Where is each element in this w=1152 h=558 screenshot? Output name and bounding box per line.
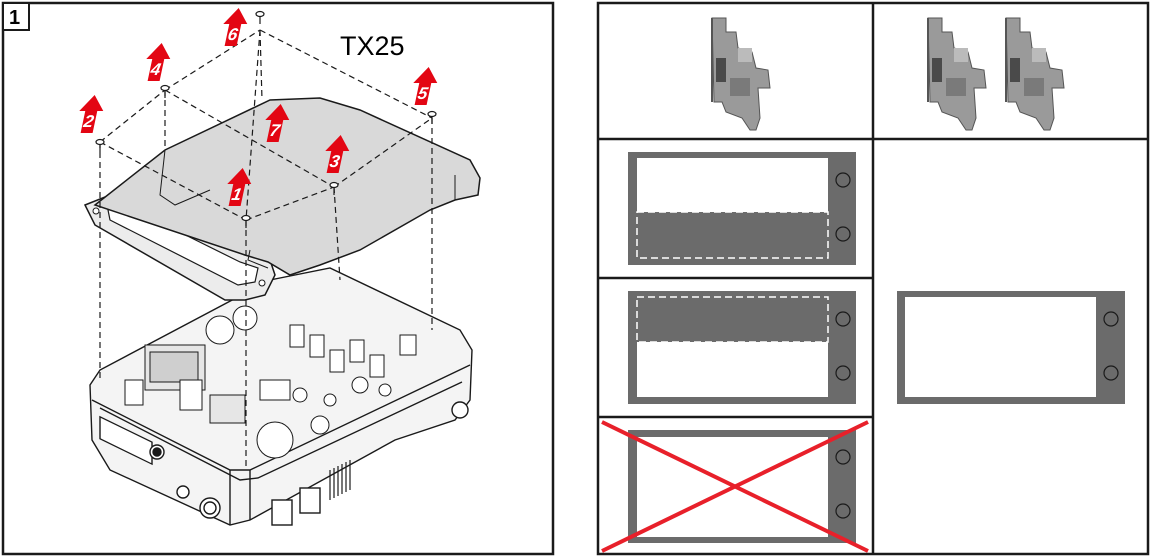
screw-3 — [329, 181, 339, 195]
arrow-3: 3 — [325, 135, 350, 173]
arrow-1: 1 — [227, 168, 252, 206]
arrow-7: 7 — [265, 104, 290, 142]
svg-text:1: 1 — [230, 184, 244, 204]
arrow-5: 5 — [413, 67, 438, 105]
card-slot-table — [596, 1, 1150, 556]
screw-5 — [427, 110, 437, 124]
single-card-icon — [711, 17, 771, 131]
step-number-badge: 1 — [2, 2, 30, 31]
svg-text:2: 2 — [81, 111, 96, 131]
screw-4 — [160, 84, 170, 98]
screws — [95, 10, 437, 228]
screw-2 — [95, 138, 105, 152]
arrow-6: 6 — [223, 8, 248, 46]
slot-top-filled — [628, 291, 856, 404]
slot-empty-crossed — [601, 420, 869, 553]
tool-label: TX25 — [340, 31, 405, 61]
step-number: 1 — [9, 7, 20, 29]
arrow-4: 4 — [146, 43, 171, 81]
screw-6 — [255, 10, 265, 24]
not-allowed-cross — [601, 420, 869, 553]
removal-arrows: 1 2 3 4 5 6 7 — [79, 8, 438, 206]
cover-removal-illustration: 1 TX25 — [1, 1, 555, 556]
screw-1 — [241, 214, 251, 228]
screw-guide-lines — [99, 29, 433, 470]
slot-bottom-filled — [628, 152, 856, 265]
svg-text:4: 4 — [148, 59, 163, 79]
housing-cover — [93, 97, 481, 276]
double-card-icon — [927, 17, 1065, 131]
arrow-2: 2 — [79, 95, 104, 133]
slot-empty-merged — [897, 291, 1125, 404]
internal-components — [124, 305, 417, 459]
